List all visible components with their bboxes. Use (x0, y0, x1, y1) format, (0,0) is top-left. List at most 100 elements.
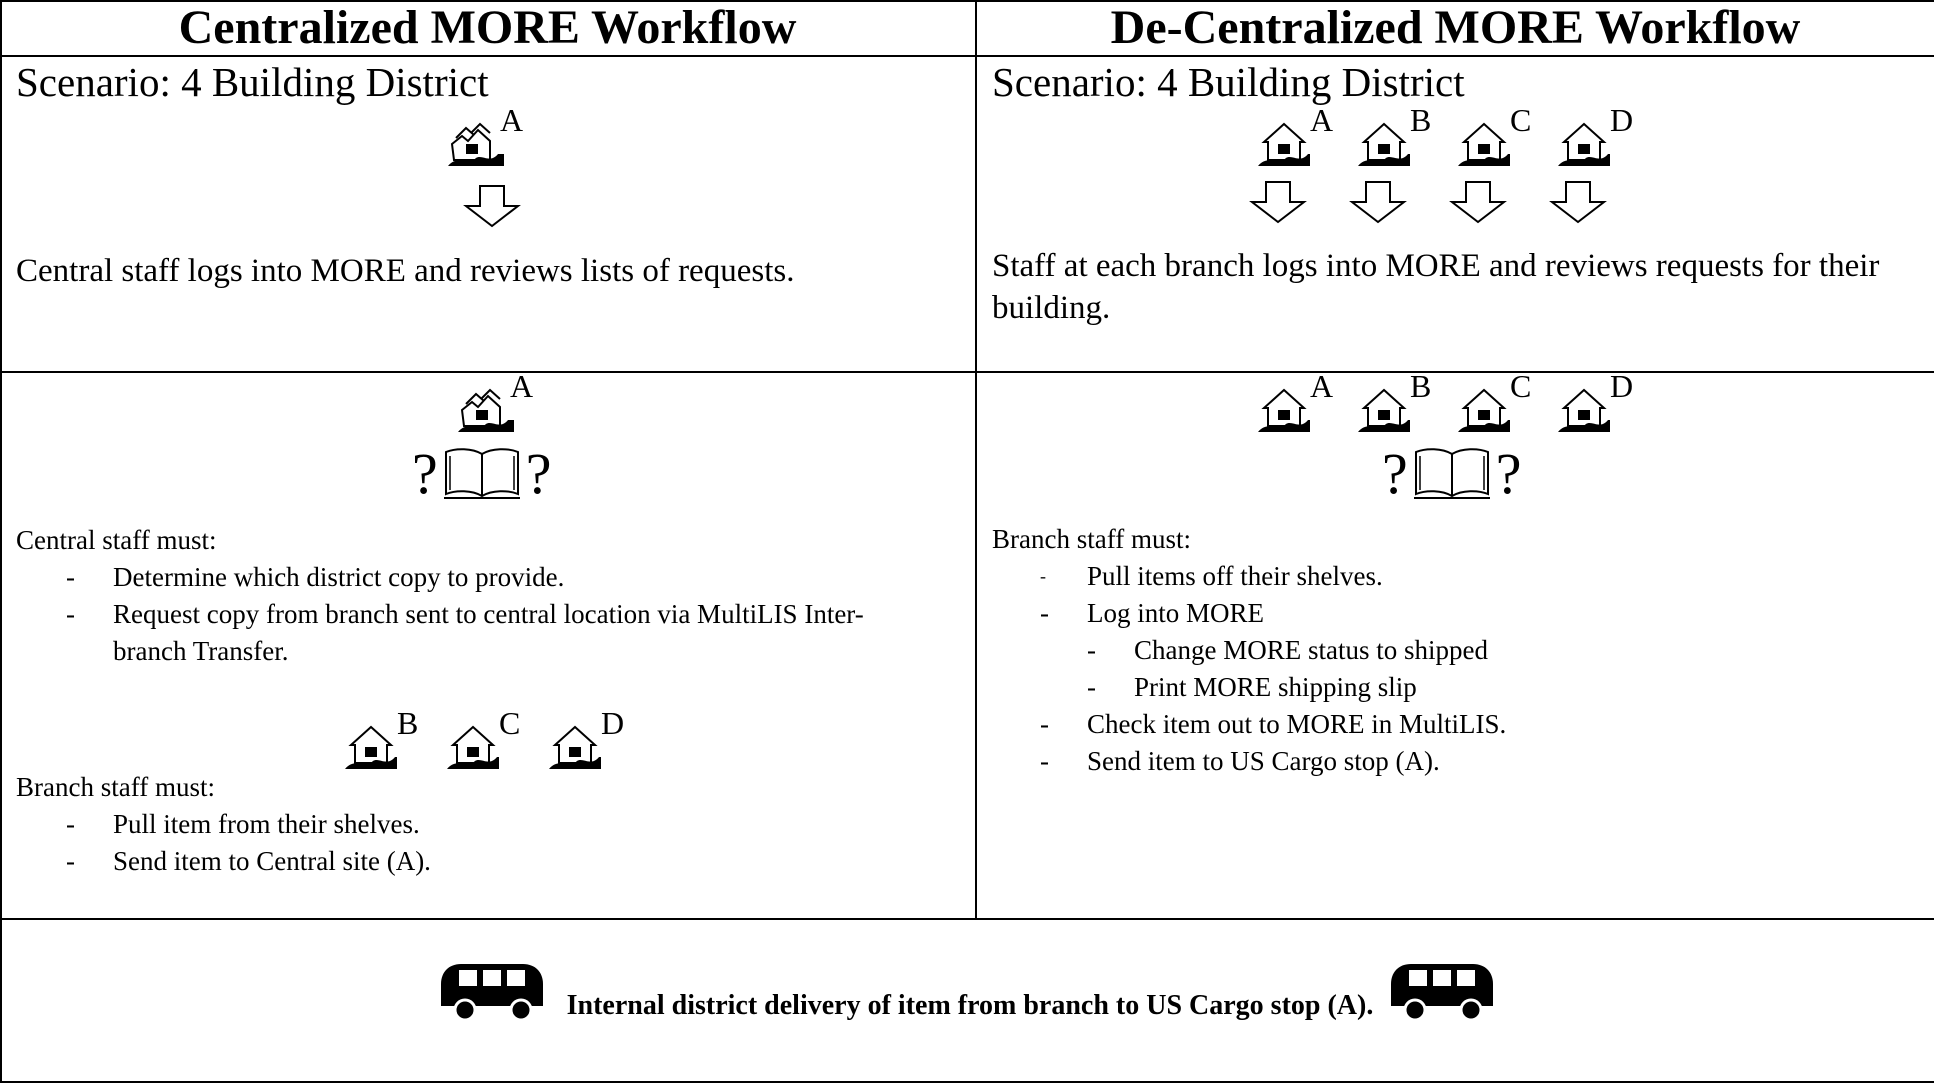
building-icon-a: A (1258, 370, 1348, 436)
table-border-top (0, 0, 1934, 2)
bullet-dash: - (66, 599, 75, 629)
down-arrow-icon (1349, 181, 1407, 224)
house-icon (447, 725, 499, 769)
task-text: Change MORE status to shipped (1134, 635, 1488, 665)
bullet-dash: - (1040, 746, 1049, 776)
building-icon-b: B (345, 707, 435, 773)
list-item: - Pull item from their shelves. (16, 806, 956, 843)
question-mark: ? (525, 441, 552, 506)
task-text: Print MORE shipping slip (1134, 672, 1417, 702)
task-text: Pull item from their shelves. (113, 809, 420, 839)
house-icon (549, 725, 601, 769)
bullet-dash: - (1040, 566, 1046, 586)
table-border-left (0, 0, 2, 1083)
building-icon-d: D (1558, 104, 1648, 170)
decentralized-scenario-title: Scenario: 4 Building District (992, 59, 1465, 105)
decentralized-task-list: - Pull items off their shelves. - Log in… (992, 558, 1922, 780)
building-label: A (1310, 368, 1334, 404)
task-text: Determine which district copy to provide… (113, 562, 565, 592)
building-icon-a: A (458, 370, 548, 436)
task-text: Send item to Central site (A). (113, 846, 431, 876)
list-item: - Check item out to MORE in MultiLIS. (992, 706, 1922, 743)
house-cluster-icon (458, 388, 514, 432)
house-icon (1358, 388, 1410, 432)
centralized-review-text: Central staff logs into MORE and reviews… (16, 253, 795, 289)
centralized-header: Centralized MORE Workflow (178, 0, 797, 54)
house-icon (1558, 388, 1610, 432)
building-label: A (1310, 102, 1334, 138)
building-icon-c: C (447, 707, 537, 773)
central-staff-task-list: - Determine which district copy to provi… (16, 559, 956, 670)
list-item: - Request copy from branch sent to centr… (16, 596, 933, 670)
task-text: Send item to US Cargo stop (A). (1087, 746, 1440, 776)
down-arrow-icon (1449, 181, 1507, 224)
building-label: D (1610, 102, 1634, 138)
bus-icon (1391, 964, 1494, 1022)
building-icon-c: C (1458, 104, 1548, 170)
task-text: Check item out to MORE in MultiLIS. (1087, 709, 1507, 739)
house-icon (1458, 122, 1510, 166)
building-label: D (1610, 368, 1634, 404)
list-item: - Log into MORE (992, 595, 1922, 632)
list-item: - Determine which district copy to provi… (16, 559, 956, 596)
down-arrow-icon (1249, 181, 1307, 224)
bullet-dash: - (1040, 598, 1049, 628)
row-divider-1 (0, 371, 1934, 373)
down-arrow-icon (463, 185, 521, 228)
header-divider (0, 55, 1934, 57)
list-item: - Change MORE status to shipped (992, 632, 1922, 669)
list-item: - Pull items off their shelves. (992, 558, 1922, 595)
row-divider-2 (0, 918, 1934, 920)
bus-icon (440, 964, 543, 1022)
question-mark: ? (1495, 441, 1522, 506)
central-staff-heading: Central staff must: (16, 525, 217, 555)
house-icon (1358, 122, 1410, 166)
building-label: B (1410, 368, 1432, 404)
open-book-icon (1413, 448, 1490, 499)
decentralized-review-text: Staff at each branch logs into MORE and … (992, 248, 1880, 326)
building-label: A (500, 102, 524, 138)
column-divider (975, 0, 977, 919)
house-icon (1258, 122, 1310, 166)
decentralized-branch-staff-block: Branch staff must: - Pull items off thei… (992, 521, 1922, 780)
branch-staff-block: Branch staff must: - Pull item from thei… (16, 769, 956, 880)
building-label: B (397, 705, 419, 741)
delivery-text: Internal district delivery of item from … (566, 990, 1374, 1021)
bullet-dash: - (1087, 672, 1096, 702)
bullet-dash: - (66, 809, 75, 839)
decentralized-top-building-row: A B C D (1258, 104, 1648, 170)
question-mark: ? (412, 441, 438, 506)
open-book-icon (443, 448, 520, 499)
house-cluster-icon (448, 122, 504, 166)
branch-staff-task-list: - Pull item from their shelves. - Send i… (16, 806, 956, 880)
central-staff-block: Central staff must: - Determine which di… (16, 522, 956, 670)
building-icon-b: B (1358, 370, 1448, 436)
building-icon-a: A (448, 104, 538, 170)
centralized-scenario-title: Scenario: 4 Building District (16, 59, 489, 105)
bullet-dash: - (66, 562, 75, 592)
branch-staff-heading: Branch staff must: (16, 772, 215, 802)
task-text: Pull items off their shelves. (1087, 561, 1383, 591)
question-mark: ? (1382, 441, 1408, 506)
question-book-group: ? ? (412, 445, 552, 503)
task-text: Request copy from branch sent to central… (113, 599, 864, 666)
building-icon-b: B (1358, 104, 1448, 170)
building-icon-d: D (549, 707, 639, 773)
list-item: - Print MORE shipping slip (992, 669, 1922, 706)
list-item: - Send item to Central site (A). (16, 843, 956, 880)
building-icon-d: D (1558, 370, 1648, 436)
delivery-row: Internal district delivery of item from … (0, 960, 1934, 1022)
decentralized-arrow-row (1248, 180, 1608, 224)
bullet-dash: - (1087, 635, 1096, 665)
building-label: B (1410, 102, 1432, 138)
building-label: C (499, 705, 521, 741)
branch-staff-heading: Branch staff must: (992, 524, 1191, 554)
building-label: D (601, 705, 625, 741)
down-arrow-icon (1549, 181, 1607, 224)
task-text: Log into MORE (1087, 598, 1265, 628)
house-icon (1258, 388, 1310, 432)
building-label: A (510, 368, 534, 404)
centralized-mid-building-row: A (458, 370, 548, 436)
house-icon (1558, 122, 1610, 166)
